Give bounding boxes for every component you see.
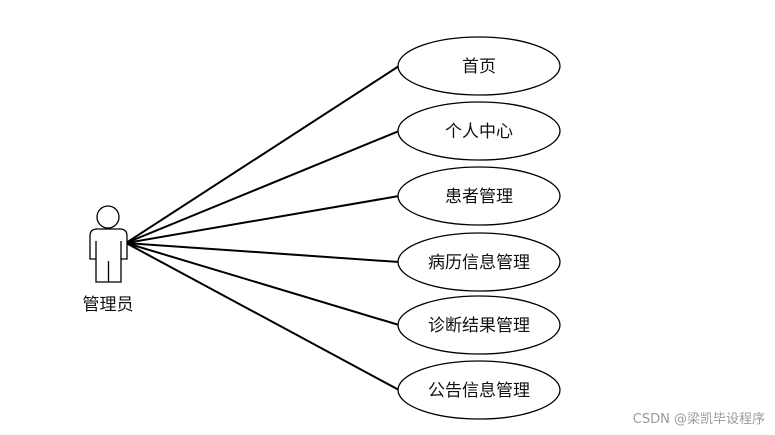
actor-body — [89, 228, 128, 283]
use-case-4: 诊断结果管理 — [397, 295, 561, 355]
use-case-5: 公告信息管理 — [397, 360, 561, 420]
use-case-3: 病历信息管理 — [397, 232, 561, 292]
use-case-ellipse — [397, 36, 561, 96]
use-case-label: 病历信息管理 — [428, 253, 530, 273]
association-line-2 — [125, 195, 400, 244]
use-case-2: 患者管理 — [397, 166, 561, 226]
actor-figure — [89, 205, 128, 283]
association-lines — [125, 65, 400, 391]
association-line-0 — [125, 65, 400, 244]
association-line-1 — [125, 130, 400, 244]
use-case-label: 首页 — [462, 57, 496, 77]
actor-label: 管理员 — [83, 295, 134, 315]
use-case-label: 公告信息管理 — [428, 381, 530, 401]
association-line-5 — [125, 242, 400, 391]
use-case-1: 个人中心 — [397, 101, 561, 161]
use-case-label: 个人中心 — [445, 122, 513, 142]
use-case-ellipse — [397, 360, 561, 420]
watermark-text: CSDN @梁凯毕设程序 — [632, 412, 765, 427]
use-case-ellipse — [397, 101, 561, 161]
use-case-ellipse — [397, 232, 561, 292]
association-line-4 — [125, 242, 400, 326]
use-case-ellipse — [397, 166, 561, 226]
use-case-ellipse — [397, 295, 561, 355]
use-case-0: 首页 — [397, 36, 561, 96]
use-case-label: 诊断结果管理 — [428, 316, 530, 336]
use-case-label: 患者管理 — [445, 187, 513, 207]
actor-head — [96, 205, 120, 229]
association-line-3 — [125, 242, 400, 263]
